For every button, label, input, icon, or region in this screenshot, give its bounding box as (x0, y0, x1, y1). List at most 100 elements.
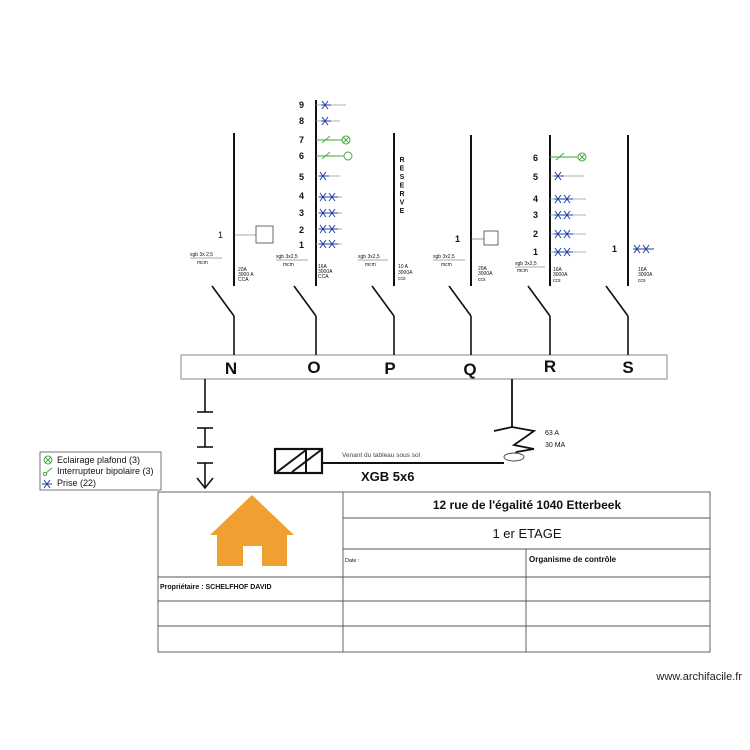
circuit-number-o-5: 5 (299, 172, 304, 182)
switch-icon (316, 151, 353, 161)
circuit-number-o-3: 3 (299, 208, 304, 218)
lamp-icon (550, 152, 587, 162)
spec-n-0: 20A (238, 267, 248, 273)
circuit-number-o-8: 8 (299, 116, 304, 126)
differential-sensitivity: 30 MA (545, 442, 566, 449)
socket-icon (316, 208, 342, 218)
cable-sub-p: mcm (365, 262, 376, 268)
spec-o-2: CCA (318, 274, 329, 280)
busbar-letter-s: S (622, 358, 633, 377)
circuit-n: xgb 3x 2,5 mcm 1 20A 3000 A CCA (190, 225, 274, 283)
spec-q-0: 20A (478, 266, 488, 272)
circuit-number-r-1: 1 (533, 247, 538, 257)
spec-n-1: 3000 A (238, 272, 254, 278)
spec-q-1: 3000A (478, 271, 493, 277)
breaker-q (448, 285, 472, 355)
owner-label: Propriétaire : SCHELFHOF DAVID (160, 584, 272, 591)
busbar-letter-o: O (307, 358, 320, 377)
differential-rating: 63 A (545, 430, 559, 437)
busbar-letter-n: N (225, 359, 237, 378)
lamp-icon (316, 135, 351, 145)
switch-icon (42, 467, 53, 477)
socket-icon (42, 479, 52, 489)
cable-sub-o: mcm (283, 262, 294, 268)
house-logo (210, 495, 294, 566)
socket-icon (550, 194, 586, 204)
watermark: www.archifacile.fr (655, 671, 742, 683)
circuit-number-o-2: 2 (299, 225, 304, 235)
breaker-r (527, 285, 551, 355)
circuit-number-s: 1 (612, 244, 617, 254)
feed-cable-label: XGB 5x6 (361, 469, 414, 484)
busbar-letter-q: Q (463, 360, 476, 379)
busbar-letter-r: R (544, 357, 556, 376)
spec-s-1: 3000A (638, 272, 653, 278)
socket-icon (550, 171, 584, 181)
cable-sub-n: mcm (197, 260, 208, 266)
circuit-number-o-7: 7 (299, 135, 304, 145)
legend-item-switch: Interrupteur bipolaire (3) (57, 466, 154, 476)
legend-item-socket: Prise (22) (57, 478, 96, 488)
circuit-number-q: 1 (455, 234, 460, 244)
control-label: Organisme de contrôle (529, 555, 617, 564)
socket-icon (316, 171, 340, 181)
socket-icon (316, 224, 342, 234)
spec-s-2: ccs (638, 278, 646, 284)
feed-source-icon (273, 447, 324, 475)
cable-label-o: xgb 3x2,5 (276, 254, 298, 260)
spec-p-0: 10 A (398, 264, 409, 270)
feed-source-label: Venant du tableau sous sol (342, 452, 421, 459)
circuit-o: xgb 3x2,5 mcm 9 8 7 6 5 4 3 2 1 (276, 100, 353, 280)
socket-icon (550, 229, 586, 239)
cable-label-q: xgb 3x2,5 (433, 254, 455, 260)
cable-label-r: xgb 3x2,5 (515, 261, 537, 267)
title-floor: 1 er ETAGE (492, 526, 561, 541)
spec-r-1: 3000A (553, 272, 568, 278)
cable-label-n: xgb 3x 2,5 (190, 252, 213, 258)
busbar-letter-p: P (384, 359, 395, 378)
legend-box (39, 451, 162, 491)
breaker-o (293, 285, 317, 355)
cable-sub-q: mcm (441, 262, 452, 268)
cable-label-p: xgb 3x2,5 (358, 254, 380, 260)
circuit-number-r-4: 4 (533, 194, 538, 204)
differential-switch (493, 379, 537, 456)
spec-n-2: CCA (238, 277, 249, 283)
spec-r-0: 16A (553, 267, 563, 273)
breaker-p (371, 285, 395, 355)
circuit-r: xgb 3x2,5 mcm 6 5 4 3 2 1 (515, 152, 587, 284)
junction-box-icon (255, 225, 274, 244)
spec-o-1: 3000A (318, 269, 333, 275)
differential-sensor (503, 452, 525, 462)
spec-o-0: 16A (318, 264, 328, 270)
cable-sub-r: mcm (517, 268, 528, 274)
spec-q-2: ccs (478, 277, 486, 283)
socket-icon (316, 100, 346, 110)
junction-box-icon (483, 230, 499, 246)
socket-icon (550, 210, 586, 220)
circuit-number-o-1: 1 (299, 240, 304, 250)
spec-s-0: 16A (638, 267, 648, 273)
lamp-icon (43, 455, 53, 465)
busbar (180, 354, 668, 380)
legend-item-lamp: Eclairage plafond (3) (57, 455, 140, 465)
circuit-number-r-5: 5 (533, 172, 538, 182)
circuit-number-r-6: 6 (533, 153, 538, 163)
socket-icon (316, 192, 342, 202)
spec-p-1: 3000A (398, 270, 413, 276)
socket-icon (633, 244, 654, 254)
downward-feed (196, 379, 214, 490)
circuit-number-o-4: 4 (299, 191, 304, 201)
circuit-number-r-2: 2 (533, 229, 538, 239)
spec-r-2: ccs (553, 278, 561, 284)
breaker-n (211, 285, 235, 355)
socket-icon (550, 247, 586, 257)
breaker-s (605, 285, 629, 355)
circuit-number-o-6: 6 (299, 151, 304, 161)
spec-p-2: ccs (398, 276, 406, 282)
circuit-q: xgb 3x2,5 mcm 1 20A 3000A ccs (433, 230, 499, 283)
socket-icon (316, 239, 342, 249)
date-label: Date : (345, 558, 360, 564)
